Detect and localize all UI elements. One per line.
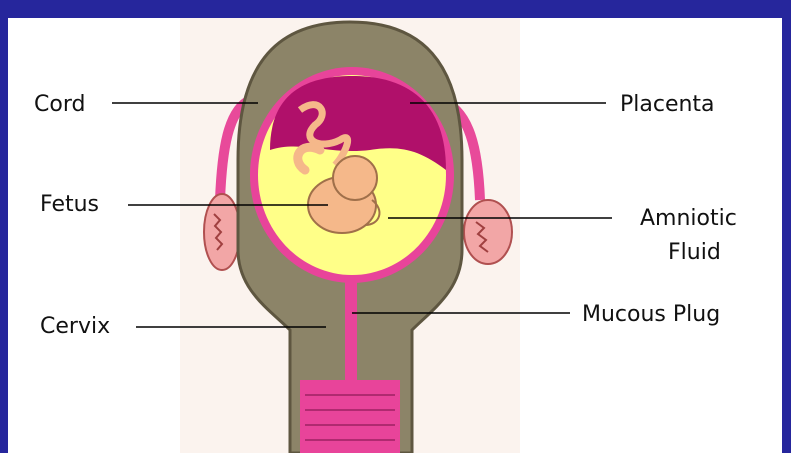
fetus-head bbox=[333, 156, 377, 200]
label-cervix: Cervix bbox=[40, 314, 110, 340]
label-cord: Cord bbox=[34, 92, 85, 118]
cervix-lower-segment bbox=[300, 380, 400, 453]
label-amniotic: Amniotic bbox=[640, 206, 737, 232]
label-placenta: Placenta bbox=[620, 92, 715, 118]
label-mucous-plug: Mucous Plug bbox=[582, 302, 720, 328]
cervical-canal bbox=[345, 275, 357, 380]
label-fetus: Fetus bbox=[40, 192, 99, 218]
right-ovary bbox=[464, 200, 512, 264]
label-fluid: Fluid bbox=[668, 240, 721, 266]
